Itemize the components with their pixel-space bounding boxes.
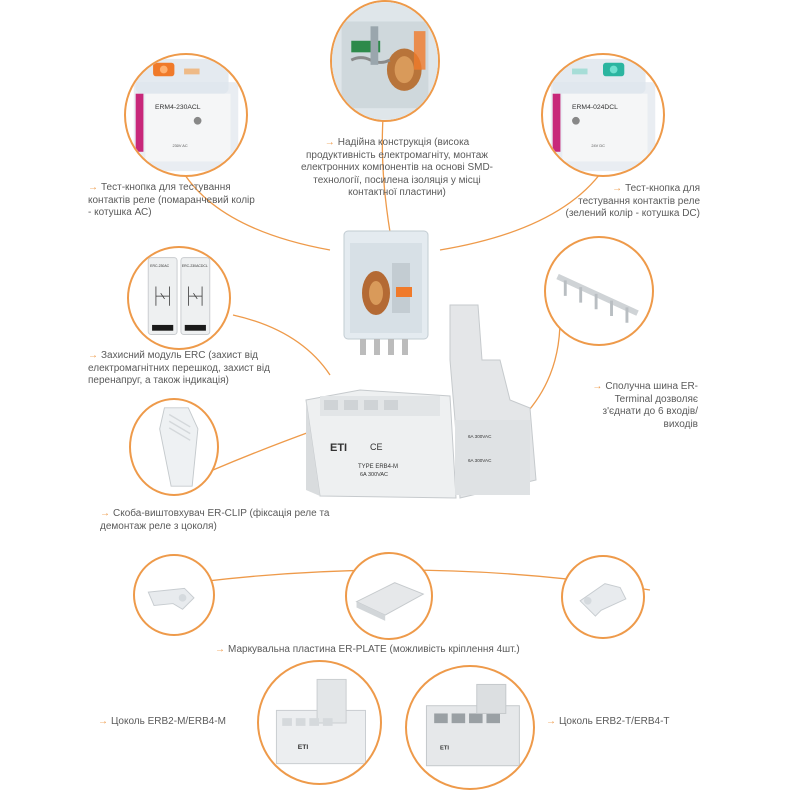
callout-clip: →Скоба-виштовхувач ER-CLIP (фіксація рел… [100, 508, 330, 532]
connector-test-dc [439, 169, 604, 251]
arrow-icon: → [324, 137, 335, 148]
arrow-icon: → [612, 183, 623, 194]
relay-photo [340, 223, 432, 358]
callout-construction: →Надійна конструкція (висока продуктивні… [301, 137, 493, 198]
pink-stripe [135, 93, 144, 152]
callout-test-ac: →Тест-кнопка для тестування контактів ре… [88, 182, 255, 218]
relay-dc-voltage: 24V DC [591, 143, 605, 148]
connector-construction [381, 117, 391, 233]
arrow-icon: → [100, 508, 110, 519]
bus-bar-circle [544, 236, 654, 346]
socket-rating: 6A 300VAC [360, 472, 388, 478]
arrow-icon: → [592, 381, 603, 392]
plate-left-circle [133, 554, 215, 636]
relay-ac-voltage: 230V AC [172, 143, 187, 148]
arrow-icon: → [215, 644, 225, 655]
erc-module-1-label: ERC-230AC [150, 264, 170, 268]
socket-brand: ETI [330, 442, 347, 454]
relay-internals-circle [330, 0, 440, 122]
callout-erc: →Захисний модуль ERC (захист від електро… [88, 350, 270, 386]
arrow-icon: → [88, 182, 98, 193]
relay-ac-label: ERM4-230ACL [155, 104, 201, 111]
connector-erc [232, 314, 331, 376]
plate-right-circle [561, 555, 645, 639]
callout-socket-m: →Цоколь ERB2-M/ERB4-M [98, 716, 226, 727]
socket-type: TYPE ERB4-M [358, 464, 398, 470]
relay-dc-circle: ERM4-024DCL 24V DC [541, 53, 665, 177]
callout-test-dc: →Тест-кнопка для тестування контактів ре… [565, 183, 701, 219]
erc-module-2-label: ERC-230ACDCL [182, 264, 208, 268]
callout-socket-t: →Цоколь ERB2-T/ERB4-T [546, 716, 670, 727]
plate-center-circle [345, 552, 433, 640]
socket-side-rating-2: 6A 300VAC [468, 458, 492, 463]
callout-bus: →Сполучна шина ER-Terminal дозволяє з'єд… [592, 381, 698, 430]
arrow-icon: → [546, 716, 556, 727]
callout-plate: →Маркувальна пластина ER-PLATE (можливіс… [215, 644, 520, 655]
arrow-icon: → [98, 716, 108, 727]
connector-test-ac [182, 171, 331, 251]
svg-text:ETI: ETI [298, 744, 309, 751]
socket-m-circle: ETI [257, 660, 382, 785]
socket-ce: CE [370, 442, 383, 452]
connector-clip [212, 429, 316, 471]
arrow-icon: → [88, 350, 98, 361]
svg-text:ETI: ETI [440, 745, 449, 751]
erc-module-circle: ERC-230AC ERC-230ACDCL [127, 246, 231, 350]
relay-ac-circle: ERM4-230ACL 230V AC [124, 53, 248, 177]
socket-side-rating: 6A 300VAC [468, 434, 492, 439]
er-clip-circle [129, 398, 219, 496]
socket-t-circle: ETI [405, 665, 535, 790]
relay-dc-label: ERM4-024DCL [572, 104, 618, 111]
socket-photo: ETI CE TYPE ERB4-M 6A 300VAC 6A 300VAC 6… [300, 300, 545, 505]
